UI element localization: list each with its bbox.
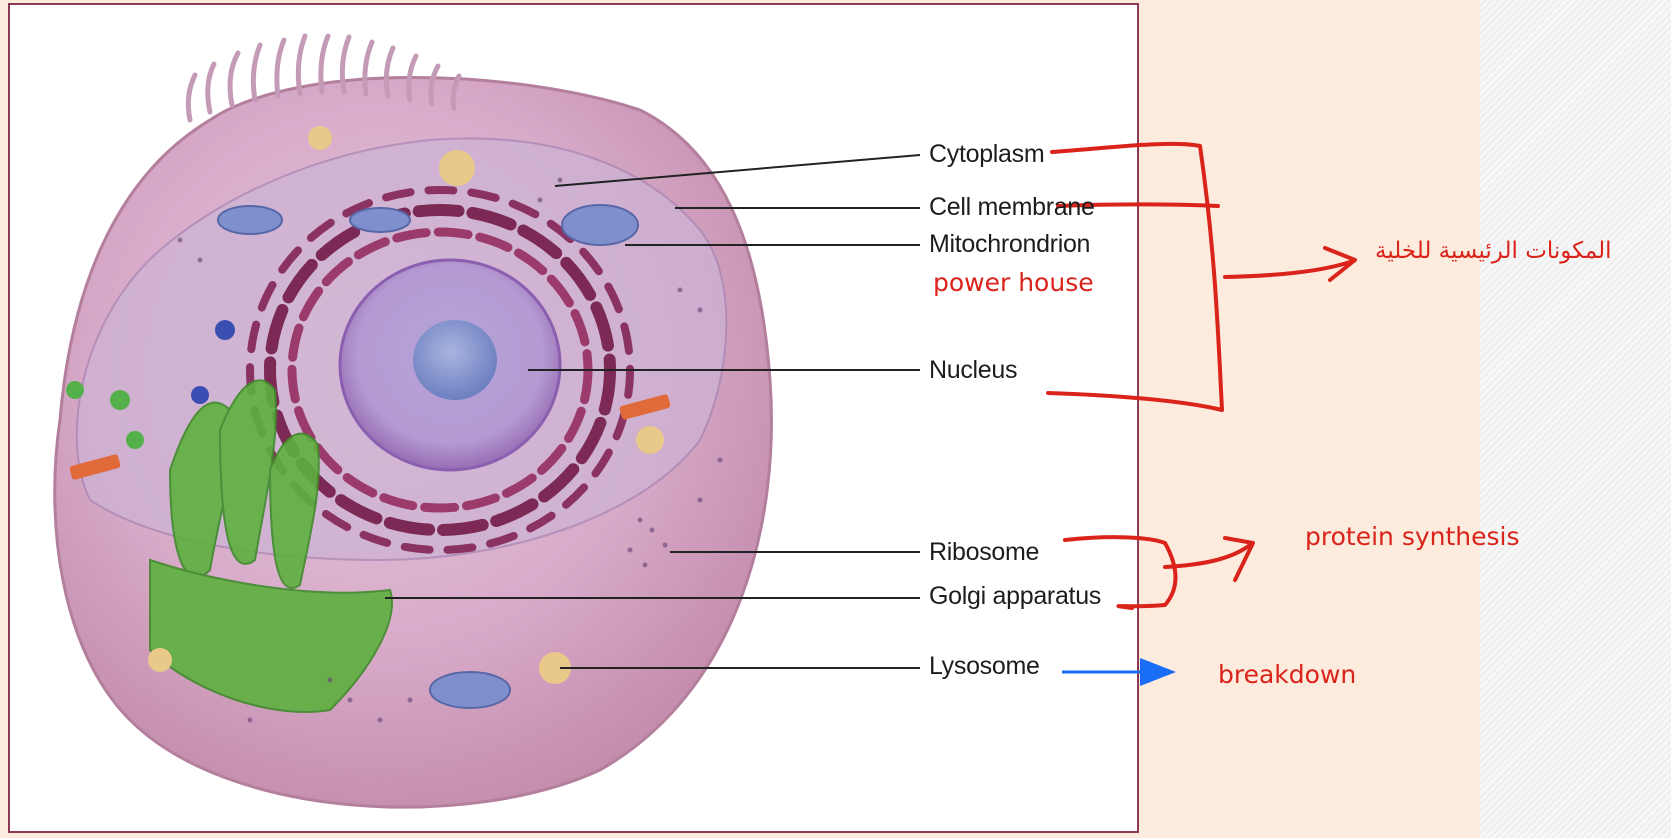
label-ribosome: Ribosome xyxy=(929,538,1039,567)
label-cell-membrane: Cell membrane xyxy=(929,193,1095,222)
annotation-main-components: المكونات الرئيسية للخلية xyxy=(1375,238,1612,264)
label-nucleus: Nucleus xyxy=(929,356,1017,385)
arrow-main-components xyxy=(1225,262,1350,277)
label-cytoplasm: Cytoplasm xyxy=(929,140,1044,169)
nucleolus xyxy=(413,320,497,400)
label-lysosome: Lysosome xyxy=(929,652,1040,681)
label-mitochondrion: Mitochrondrion xyxy=(929,230,1090,259)
annotation-breakdown: breakdown xyxy=(1218,660,1356,689)
annotation-power-house: power house xyxy=(933,268,1094,297)
label-golgi-apparatus: Golgi apparatus xyxy=(929,582,1101,611)
arrow-protein xyxy=(1165,545,1250,567)
annotation-protein-synthesis: protein synthesis xyxy=(1305,522,1520,551)
blue-arrow xyxy=(1062,658,1176,686)
